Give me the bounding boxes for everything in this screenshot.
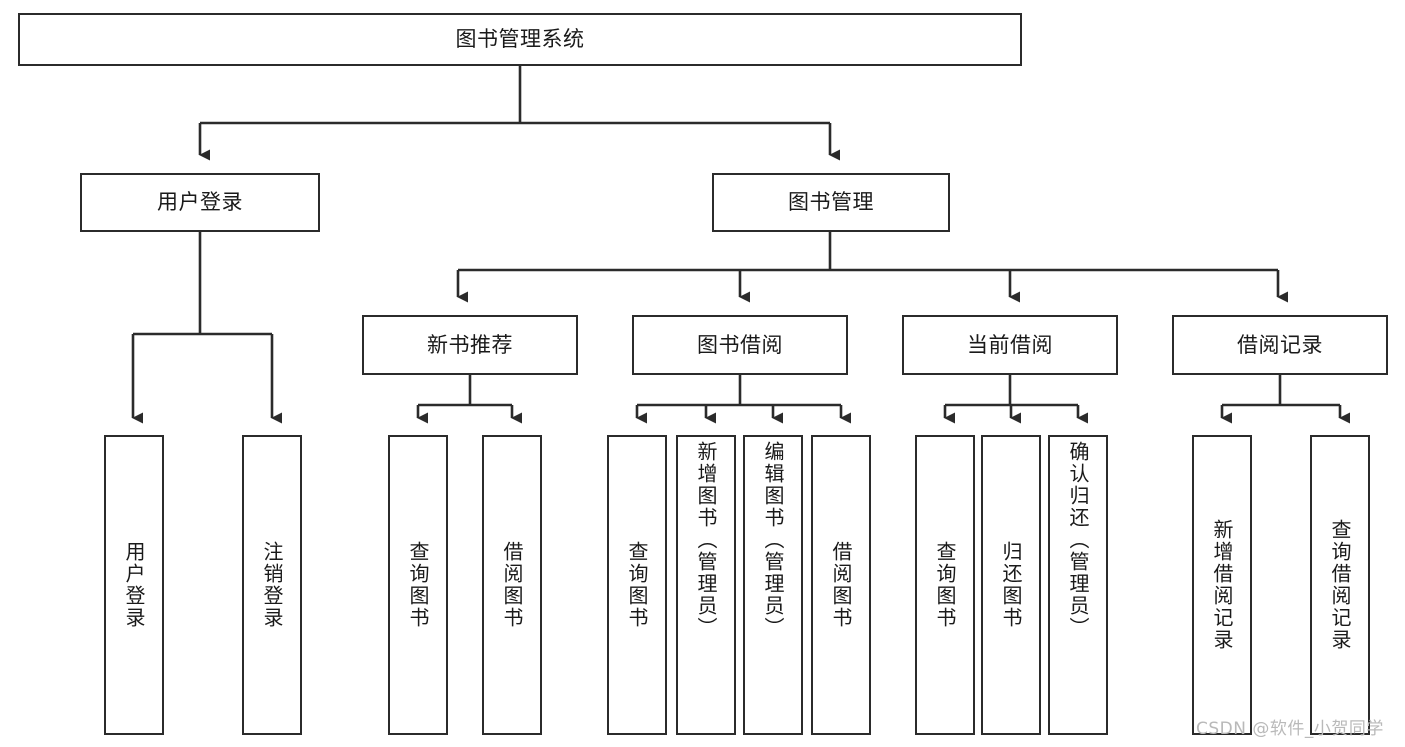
leaf-query-book-borrow-label: 查询图书 <box>625 541 649 629</box>
leaf-query-book-current[interactable]: 查询图书 <box>915 435 975 735</box>
leaf-query-borrow-record[interactable]: 查询借阅记录 <box>1310 435 1370 735</box>
node-new-book-rec-label: 新书推荐 <box>427 332 513 357</box>
node-user-login[interactable]: 用户登录 <box>80 173 320 232</box>
leaf-add-book-label: 新增图书（管理员） <box>694 441 718 639</box>
node-new-book-rec[interactable]: 新书推荐 <box>362 315 578 375</box>
leaf-borrow-book-rec[interactable]: 借阅图书 <box>482 435 542 735</box>
node-root[interactable]: 图书管理系统 <box>18 13 1022 66</box>
leaf-add-borrow-record[interactable]: 新增借阅记录 <box>1192 435 1252 735</box>
node-book-borrow[interactable]: 图书借阅 <box>632 315 848 375</box>
leaf-add-borrow-record-label: 新增借阅记录 <box>1210 519 1234 651</box>
leaf-query-book-rec-label: 查询图书 <box>406 541 430 629</box>
leaf-query-book-rec[interactable]: 查询图书 <box>388 435 448 735</box>
node-book-manage[interactable]: 图书管理 <box>712 173 950 232</box>
leaf-logout[interactable]: 注销登录 <box>242 435 302 735</box>
leaf-user-login-label: 用户登录 <box>122 541 146 629</box>
leaf-borrow-book-rec-label: 借阅图书 <box>500 541 524 629</box>
watermark-text: CSDN @软件_小贺同学 <box>1196 719 1384 739</box>
leaf-confirm-return[interactable]: 确认归还（管理员） <box>1048 435 1108 735</box>
leaf-return-book-label: 归还图书 <box>999 541 1023 629</box>
node-current-borrow-label: 当前借阅 <box>967 332 1053 357</box>
leaf-borrow-book-label: 借阅图书 <box>829 541 853 629</box>
leaf-query-book-borrow[interactable]: 查询图书 <box>607 435 667 735</box>
leaf-edit-book[interactable]: 编辑图书（管理员） <box>743 435 803 735</box>
node-borrow-record-label: 借阅记录 <box>1237 332 1323 357</box>
node-current-borrow[interactable]: 当前借阅 <box>902 315 1118 375</box>
leaf-return-book[interactable]: 归还图书 <box>981 435 1041 735</box>
node-root-label: 图书管理系统 <box>455 27 585 52</box>
leaf-add-book[interactable]: 新增图书（管理员） <box>676 435 736 735</box>
leaf-query-book-current-label: 查询图书 <box>933 541 957 629</box>
leaf-confirm-return-label: 确认归还（管理员） <box>1066 441 1090 639</box>
leaf-edit-book-label: 编辑图书（管理员） <box>761 441 785 639</box>
node-book-manage-label: 图书管理 <box>788 190 874 215</box>
node-user-login-label: 用户登录 <box>157 190 243 215</box>
leaf-borrow-book[interactable]: 借阅图书 <box>811 435 871 735</box>
leaf-logout-label: 注销登录 <box>260 541 284 629</box>
node-book-borrow-label: 图书借阅 <box>697 332 783 357</box>
node-borrow-record[interactable]: 借阅记录 <box>1172 315 1388 375</box>
leaf-user-login[interactable]: 用户登录 <box>104 435 164 735</box>
leaf-query-borrow-record-label: 查询借阅记录 <box>1328 519 1352 651</box>
